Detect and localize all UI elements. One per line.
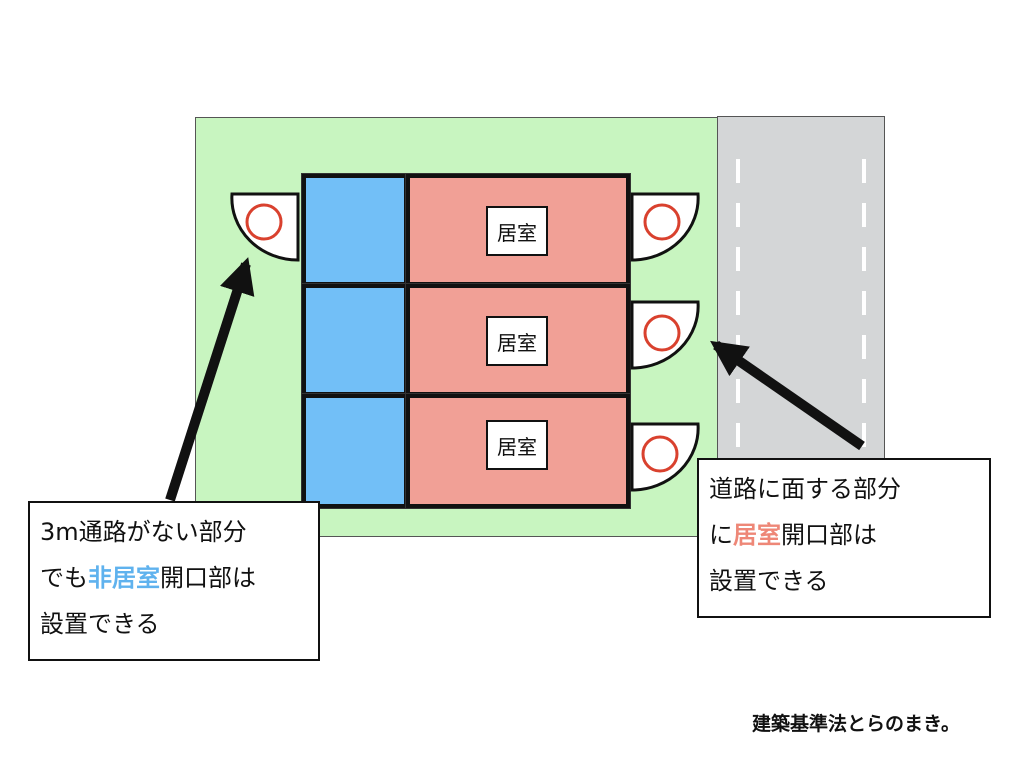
left-callout-line3: 設置できる [40, 610, 160, 638]
lane-marking [862, 247, 866, 271]
non-living-room [302, 394, 408, 508]
left-callout: 3m通路がない部分 でも非居室開口部は 設置できる [28, 501, 320, 661]
lane-marking [736, 159, 740, 183]
window-opening-icon [630, 300, 700, 370]
lane-marking [862, 159, 866, 183]
lane-marking [736, 203, 740, 227]
right-callout-line1: 道路に面する部分 [709, 475, 901, 503]
window-opening-icon [230, 192, 300, 262]
room-label: 居室 [486, 206, 548, 256]
window-opening-icon [630, 422, 700, 492]
credit-text: 建築基準法とらのまき。 [752, 713, 961, 735]
right-callout-line2: に居室開口部は [709, 512, 989, 558]
lane-marking [736, 247, 740, 271]
lane-marking [862, 423, 866, 447]
lane-marking [736, 423, 740, 447]
right-callout-line2-prefix: に [709, 521, 733, 549]
lane-marking [736, 291, 740, 315]
left-callout-line2-suffix: 開口部は [160, 564, 256, 592]
arrow-icon [710, 340, 865, 451]
window-opening-icon [630, 192, 700, 262]
lane-marking [862, 335, 866, 359]
room-label: 居室 [486, 420, 548, 470]
left-callout-line2: でも非居室開口部は [40, 555, 318, 601]
left-callout-line2-prefix: でも [40, 564, 88, 592]
room-label: 居室 [486, 316, 548, 366]
lane-marking [862, 379, 866, 403]
left-callout-highlight: 非居室 [88, 564, 160, 592]
right-callout: 道路に面する部分 に居室開口部は 設置できる [697, 458, 991, 618]
lane-marking [862, 291, 866, 315]
left-callout-line1: 3m通路がない部分 [40, 518, 247, 546]
arrow-icon [165, 257, 255, 502]
right-callout-line2-suffix: 開口部は [781, 521, 877, 549]
lane-marking [862, 203, 866, 227]
lane-marking [736, 379, 740, 403]
right-callout-highlight: 居室 [733, 521, 781, 549]
non-living-room [302, 174, 408, 286]
right-callout-line3: 設置できる [709, 567, 829, 595]
